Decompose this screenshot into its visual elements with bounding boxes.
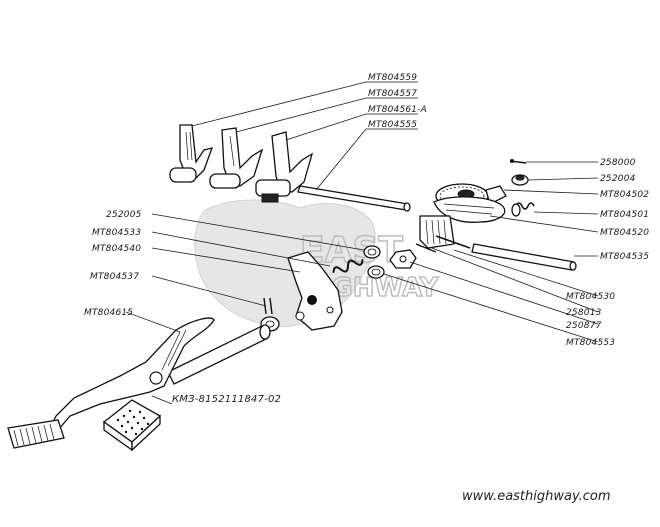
selector-lever-bracket[interactable] — [419, 215, 471, 249]
clutch-lever[interactable] — [287, 251, 343, 331]
label-mt804530: МТ804530 — [566, 292, 615, 302]
spring-small[interactable] — [511, 202, 535, 217]
label-mt804535: МТ804535 — [600, 252, 649, 262]
website-url[interactable]: www.easthighway.com — [462, 489, 611, 504]
label-252004: 252004 — [600, 174, 636, 184]
long-pin[interactable] — [471, 243, 577, 271]
label-km3-pedal-pad: КМЗ-8152111847-02 — [172, 394, 281, 405]
small-pin[interactable] — [509, 159, 527, 164]
label-mt804540: МТ804540 — [92, 244, 141, 254]
washer-lower[interactable] — [367, 265, 385, 279]
shift-fork-2[interactable] — [209, 127, 264, 189]
label-mt804537: МТ804537 — [90, 272, 139, 282]
label-258013: 258013 — [566, 308, 602, 318]
pedal-pad[interactable] — [102, 399, 162, 452]
coil-spring[interactable] — [332, 256, 364, 277]
label-250877: 250877 — [566, 321, 602, 331]
label-mt804557: МТ804557 — [368, 89, 417, 99]
selector-housing[interactable] — [433, 196, 506, 223]
part-labels: МТ804559 МТ804557 МТ804561-А МТ804555 25… — [84, 73, 649, 405]
label-mt804615: МТ804615 — [84, 308, 133, 318]
shift-fork-1[interactable] — [169, 124, 214, 183]
label-252005: 252005 — [106, 210, 142, 220]
label-mt804555: МТ804555 — [368, 120, 417, 130]
shift-fork-3[interactable] — [255, 131, 314, 203]
label-mt804502: МТ804502 — [600, 190, 649, 200]
label-mt804553: МТ804553 — [566, 338, 615, 348]
label-258000: 258000 — [600, 158, 636, 168]
hex-nut[interactable] — [389, 249, 417, 269]
label-mt804533: МТ804533 — [92, 228, 141, 238]
washer-upper[interactable] — [363, 245, 381, 259]
shift-rod[interactable] — [297, 185, 411, 212]
label-mt804501: МТ804501 — [600, 210, 649, 220]
label-mt804561a: МТ804561-А — [368, 105, 427, 115]
small-washer[interactable] — [511, 174, 529, 186]
leader-lines — [125, 81, 599, 405]
label-mt804559: МТ804559 — [368, 73, 417, 83]
pedal-plate[interactable] — [7, 419, 65, 449]
split-pin[interactable] — [415, 243, 437, 253]
pedal-shaft[interactable] — [167, 324, 271, 385]
label-mt804520: МТ804520 — [600, 228, 649, 238]
